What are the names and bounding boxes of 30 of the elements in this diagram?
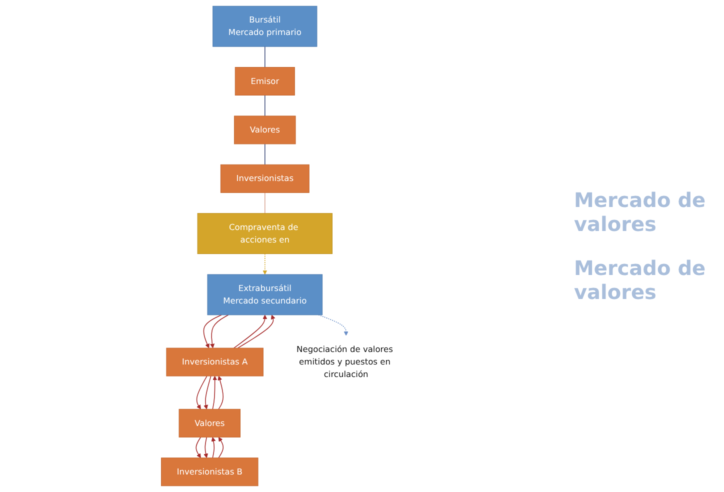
arrow	[202, 314, 222, 348]
node-box: Inversionistas A	[166, 348, 264, 376]
node-box: Bursátil Mercado primario	[212, 6, 317, 47]
node-box: Valores	[234, 116, 296, 144]
node-box: Inversionistas B	[160, 458, 258, 486]
node-box: Valores	[178, 408, 240, 438]
connector	[264, 192, 265, 214]
connector	[264, 46, 265, 68]
arrow	[233, 314, 267, 348]
arrow	[203, 436, 208, 458]
connector	[264, 144, 265, 166]
arrow	[262, 253, 267, 275]
arrow	[210, 436, 216, 458]
connector	[264, 94, 265, 116]
node-box: Inversionistas	[220, 164, 310, 193]
arrow	[217, 376, 224, 410]
arrow	[237, 314, 275, 348]
node-box: Compraventa de acciones en	[196, 213, 332, 254]
arrow	[195, 436, 201, 458]
watermark-text: Mercado de valores	[574, 188, 707, 236]
node-box: Extrabursátil Mercado secundario	[206, 274, 322, 316]
watermark-text: Mercado de valores	[574, 256, 707, 304]
arrow	[318, 314, 348, 336]
node-text: Negociación de valores emitidos y puestos en circulación	[296, 344, 393, 380]
arrow	[210, 314, 228, 348]
arrow	[212, 376, 217, 410]
arrow	[196, 376, 207, 410]
arrow	[218, 436, 224, 458]
arrow	[203, 376, 211, 410]
node-box: Emisor	[234, 67, 295, 96]
